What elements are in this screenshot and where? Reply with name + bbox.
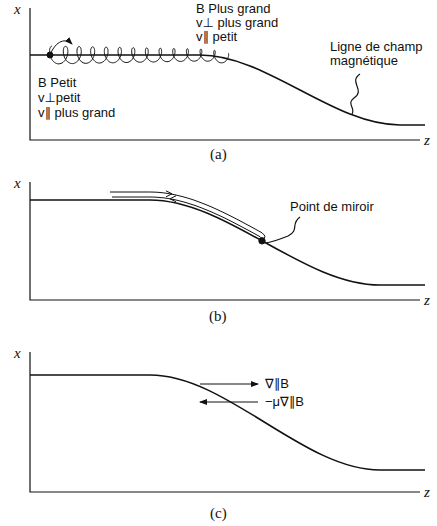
leader-line xyxy=(351,74,360,114)
gradient-label: ∇∥B xyxy=(264,377,290,391)
axis-label: x xyxy=(14,346,21,361)
field-line-label: Ligne de champ magnétique xyxy=(330,40,430,68)
field-note: B Petit xyxy=(38,76,76,90)
direction-arrow xyxy=(166,191,172,197)
axis-label: z xyxy=(424,485,430,500)
axis-label: x xyxy=(14,2,21,17)
field-note: v⊥ plus grand xyxy=(196,16,278,30)
axis-label: z xyxy=(424,293,430,308)
field-line xyxy=(30,375,425,470)
panel-caption: (b) xyxy=(209,308,227,324)
axes xyxy=(30,8,420,140)
force-arrow xyxy=(200,401,258,402)
field-line xyxy=(30,200,425,285)
axis-label: z xyxy=(424,133,430,148)
leader-line xyxy=(266,217,300,243)
mirror-label: Point de miroir xyxy=(290,200,374,214)
field-note: v∥ plus grand xyxy=(38,106,115,120)
mirror-trajectory xyxy=(110,192,265,239)
axis-label: x xyxy=(14,176,21,191)
panel-caption: (a) xyxy=(210,146,227,162)
panel-caption: (c) xyxy=(210,505,227,521)
gyration-helix xyxy=(50,46,229,64)
force-label: −μ∇∥B xyxy=(264,395,305,409)
mirror-point xyxy=(259,238,265,244)
motion-arrow xyxy=(50,41,72,55)
gradient-arrow xyxy=(200,383,258,384)
direction-arrow xyxy=(170,196,176,202)
field-note: v∥ petit xyxy=(196,30,237,44)
field-note: B Plus grand xyxy=(196,2,270,16)
field-note: v⊥petit xyxy=(38,91,80,105)
axes xyxy=(30,352,420,492)
